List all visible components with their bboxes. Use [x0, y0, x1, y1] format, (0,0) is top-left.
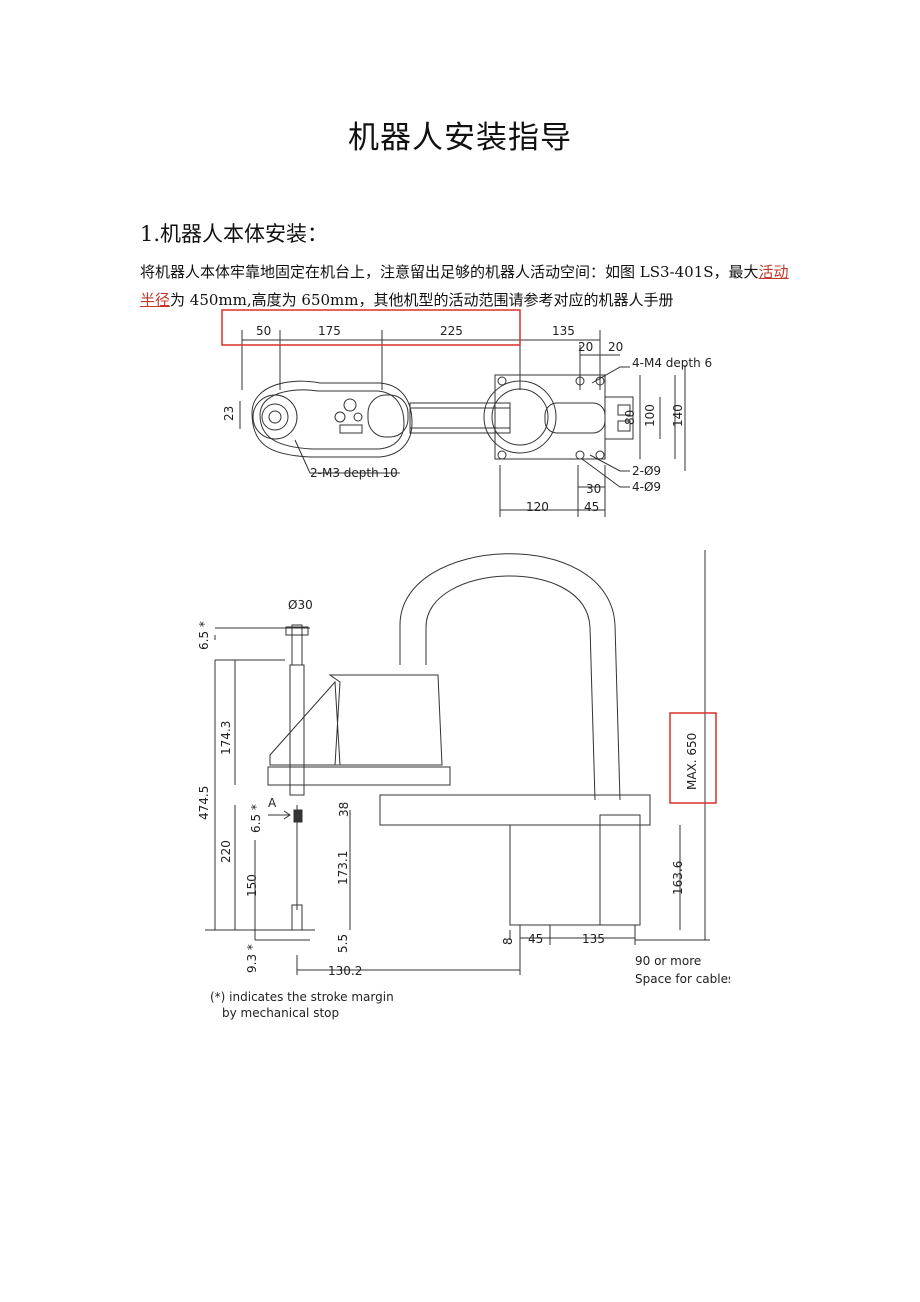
dim-135b: 135	[582, 932, 605, 946]
side-view-drawing: Ø30 6.5 * 174.3 474.5 A 6.5 * 38 220 150…	[197, 550, 730, 1020]
dim-100: 100	[643, 404, 657, 427]
note-90-or-more: 90 or more	[635, 954, 701, 968]
dim-38: 38	[337, 802, 351, 817]
dim-225: 225	[440, 324, 463, 338]
height-highlight	[669, 712, 717, 804]
section-heading: 1.机器人本体安装：	[140, 222, 329, 246]
dim-140: 140	[671, 404, 685, 427]
dim-max-650: MAX. 650	[685, 733, 699, 790]
install-paragraph: 将机器人本体牢靠地固定在机台上，注意留出足够的机器人活动空间：如图 LS3-40…	[140, 258, 790, 314]
note-mechanical-stop: by mechanical stop	[222, 1006, 339, 1020]
dim-8: 8	[501, 937, 515, 945]
dim-20b: 20	[608, 340, 623, 354]
dim-50: 50	[256, 324, 271, 338]
dim-6-5a: 6.5 *	[197, 621, 211, 650]
dim-5-5: 5.5	[336, 934, 350, 953]
note-space-cables: Space for cables	[635, 972, 730, 986]
dim-150: 150	[245, 874, 259, 897]
dim-6-5b: 6.5 *	[249, 804, 263, 833]
paragraph-part1: 将机器人本体牢靠地固定在机台上，注意留出足够的机器人活动空间：如图 LS3-40…	[140, 263, 759, 281]
dim-23: 23	[222, 406, 236, 421]
dim-30: 30	[586, 482, 601, 496]
dim-45b: 45	[528, 932, 543, 946]
dim-163-6: 163.6	[671, 861, 685, 895]
note-stroke-margin: (*) indicates the stroke margin	[210, 990, 394, 1004]
dim-20a: 20	[578, 340, 593, 354]
paragraph-highlight: 活动半径	[140, 263, 789, 309]
dim-d30: Ø30	[288, 598, 313, 612]
dim-9-3: 9.3 *	[245, 944, 259, 973]
dim-173-1: 173.1	[336, 851, 350, 885]
dim-135: 135	[552, 324, 575, 338]
dim-80: 80	[623, 410, 637, 425]
paragraph-part2: 为 450mm,高度为 650mm，其他机型的活动范围请参考对应的机器人手册	[170, 291, 674, 309]
dim-4-d9: 4-Ø9	[632, 480, 661, 494]
dim-174-3: 174.3	[219, 721, 233, 755]
dim-474-5: 474.5	[197, 786, 211, 820]
dim-2-m3: 2-M3 depth 10	[310, 466, 398, 480]
page-title: 机器人安装指导	[348, 120, 572, 156]
dim-2-d9: 2-Ø9	[632, 464, 661, 478]
dim-175: 175	[318, 324, 341, 338]
dim-220: 220	[219, 840, 233, 863]
top-dim-highlight	[221, 309, 521, 346]
dim-120: 120	[526, 500, 549, 514]
label-a: A	[268, 796, 277, 810]
dim-45: 45	[584, 500, 599, 514]
dim-4-m4: 4-M4 depth 6	[632, 356, 712, 370]
dim-130-2: 130.2	[328, 964, 362, 978]
top-view-drawing: 50 175 225 135 20 20 4-M4 depth 6 80 100…	[221, 309, 712, 517]
